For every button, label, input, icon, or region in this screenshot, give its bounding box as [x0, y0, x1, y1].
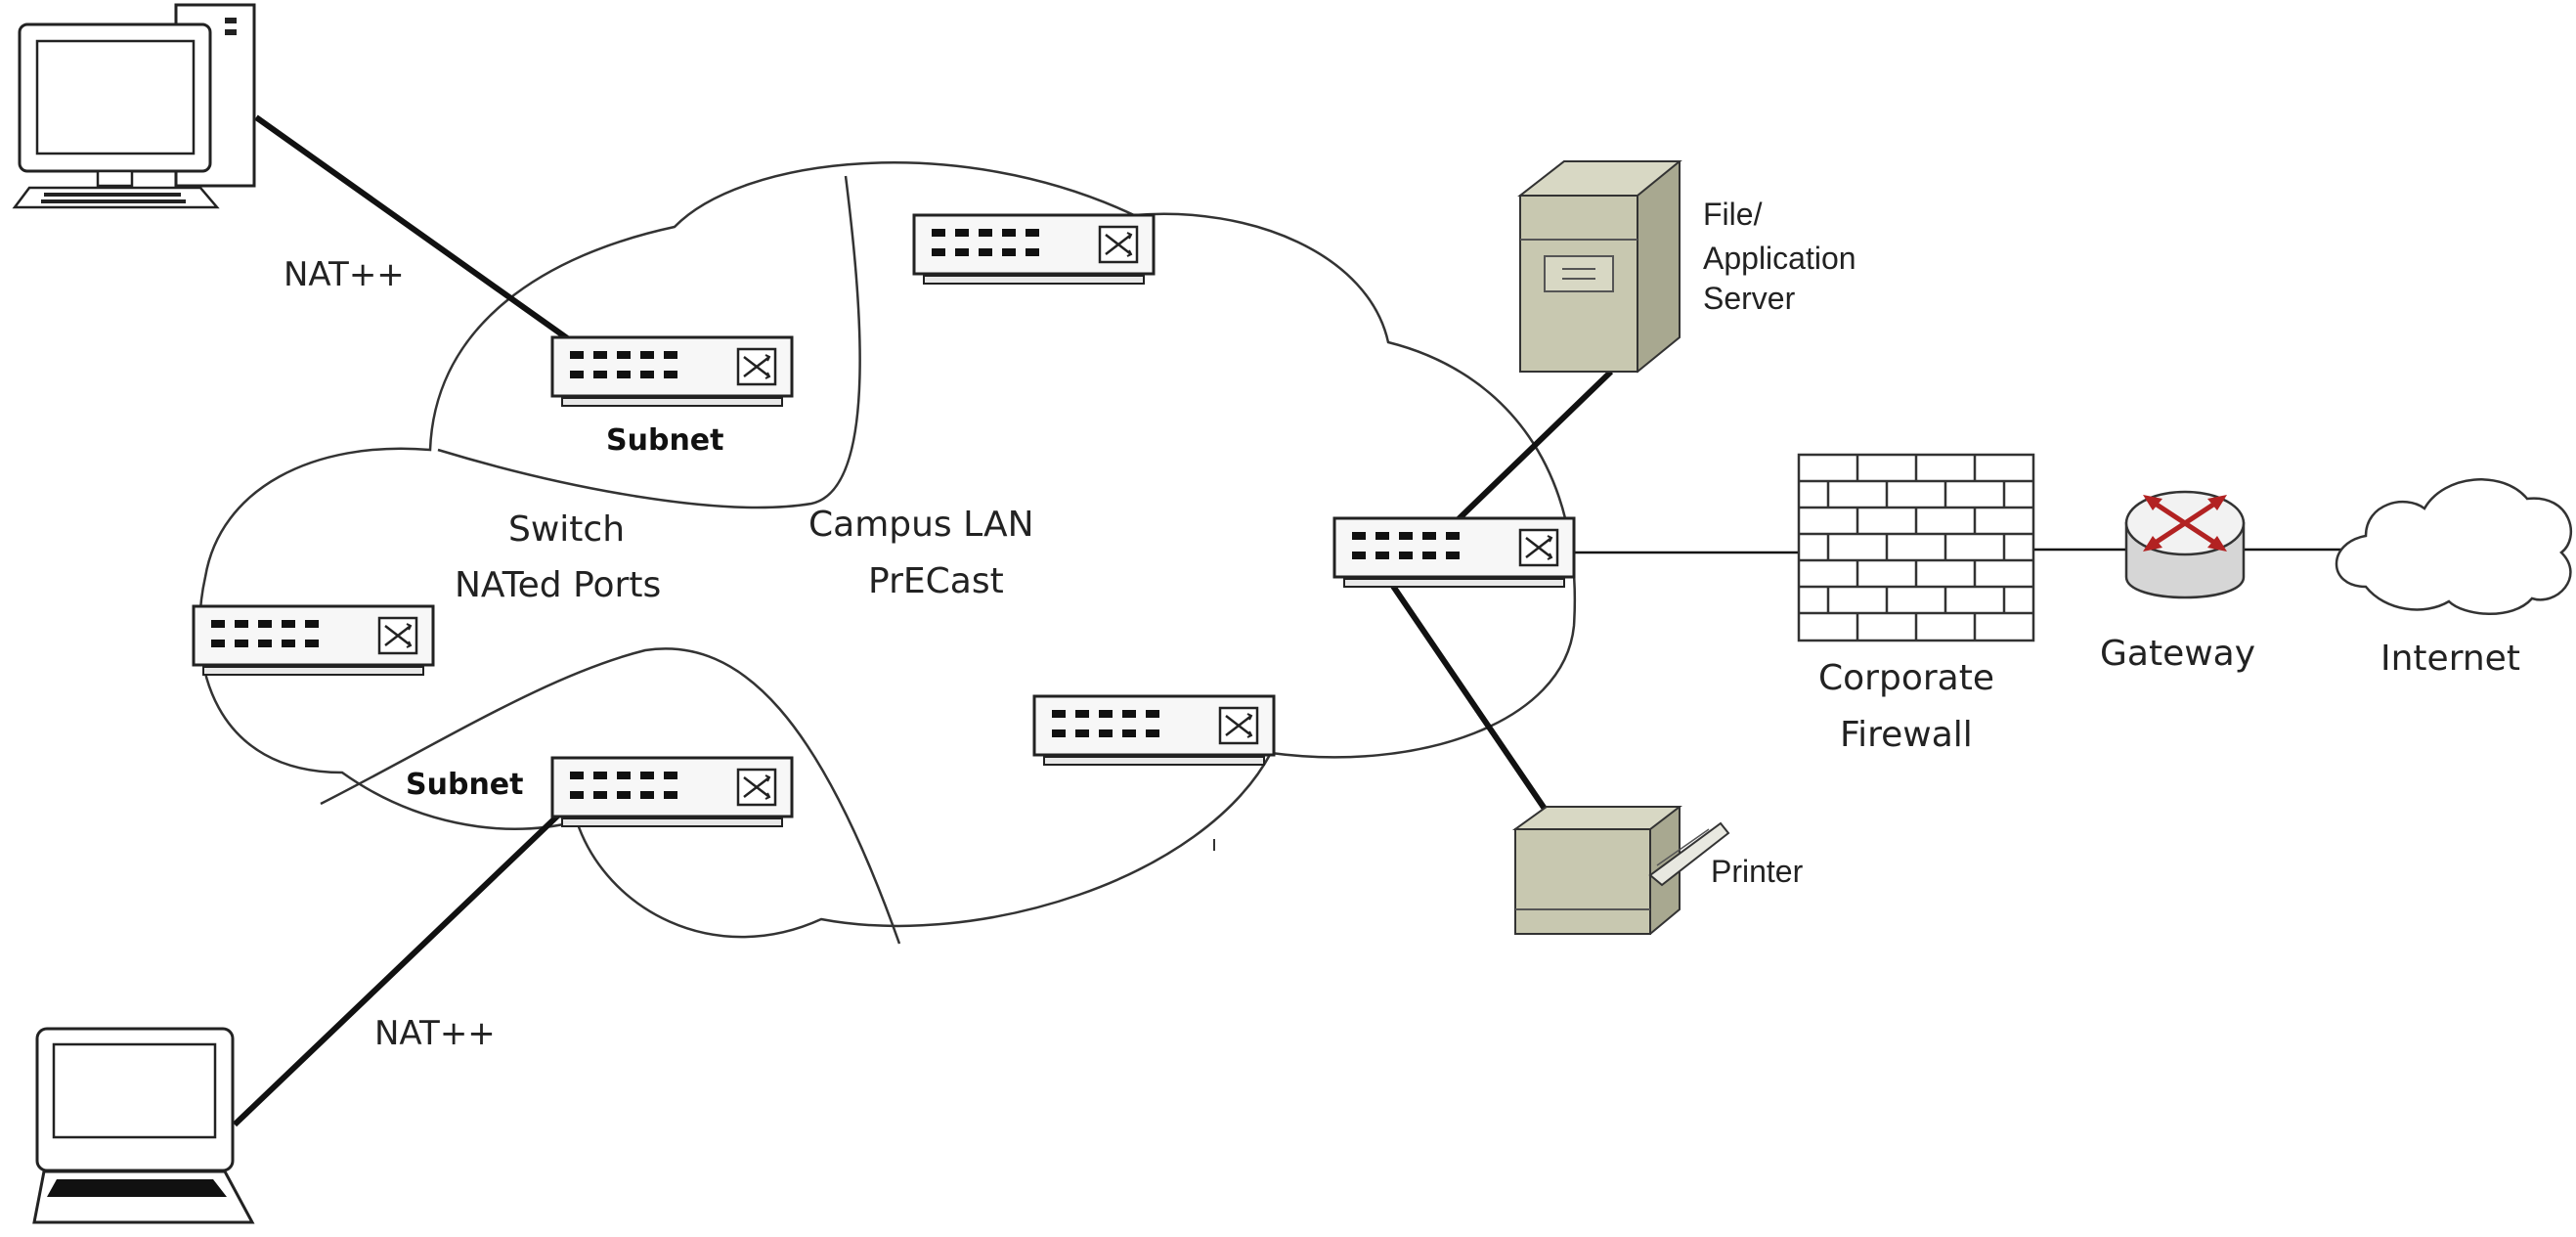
firewall-label-2: Firewall — [1840, 715, 1973, 755]
subnet-label-top: Subnet — [606, 423, 723, 458]
subnet-label-bottom: Subnet — [406, 768, 523, 802]
nat-label-bottom: NAT++ — [374, 1014, 496, 1053]
internet-cloud-icon — [2335, 478, 2572, 615]
router-icon — [2124, 490, 2246, 599]
laptop-icon — [32, 1027, 255, 1224]
link-laptop-switch — [232, 785, 589, 1127]
partition-line-bottom — [320, 647, 901, 945]
network-switch-icon — [550, 335, 794, 408]
printer-label: Printer — [1711, 854, 1804, 889]
nat-label-top: NAT++ — [284, 255, 405, 294]
network-switch-icon — [1332, 516, 1576, 589]
server-label-3: Server — [1703, 281, 1796, 316]
link-printer-switch — [1371, 555, 1550, 814]
precast-label: PrECast — [868, 561, 1004, 601]
server-label-1: File/ — [1703, 197, 1763, 232]
server-label-2: Application — [1703, 241, 1856, 276]
network-switch-icon — [912, 213, 1156, 286]
partition-line-top — [437, 175, 861, 509]
switch-label: Switch — [508, 509, 625, 550]
network-switch-icon — [550, 756, 794, 828]
link-server-switch — [1434, 369, 1614, 543]
campus-lan-label: Campus LAN — [808, 505, 1034, 545]
firewall-label-1: Corporate — [1818, 658, 1994, 698]
server-tower-icon — [1517, 160, 1682, 374]
brick-firewall-icon — [1797, 453, 2035, 642]
link-desktop-switch — [254, 114, 589, 355]
network-switch-icon — [1032, 694, 1276, 767]
desktop-computer-icon — [12, 3, 256, 209]
gateway-label: Gateway — [2100, 634, 2255, 674]
nated-ports-label: NATed Ports — [455, 565, 661, 605]
printer-icon — [1511, 806, 1730, 936]
network-switch-icon — [192, 604, 435, 677]
internet-label: Internet — [2380, 639, 2520, 679]
